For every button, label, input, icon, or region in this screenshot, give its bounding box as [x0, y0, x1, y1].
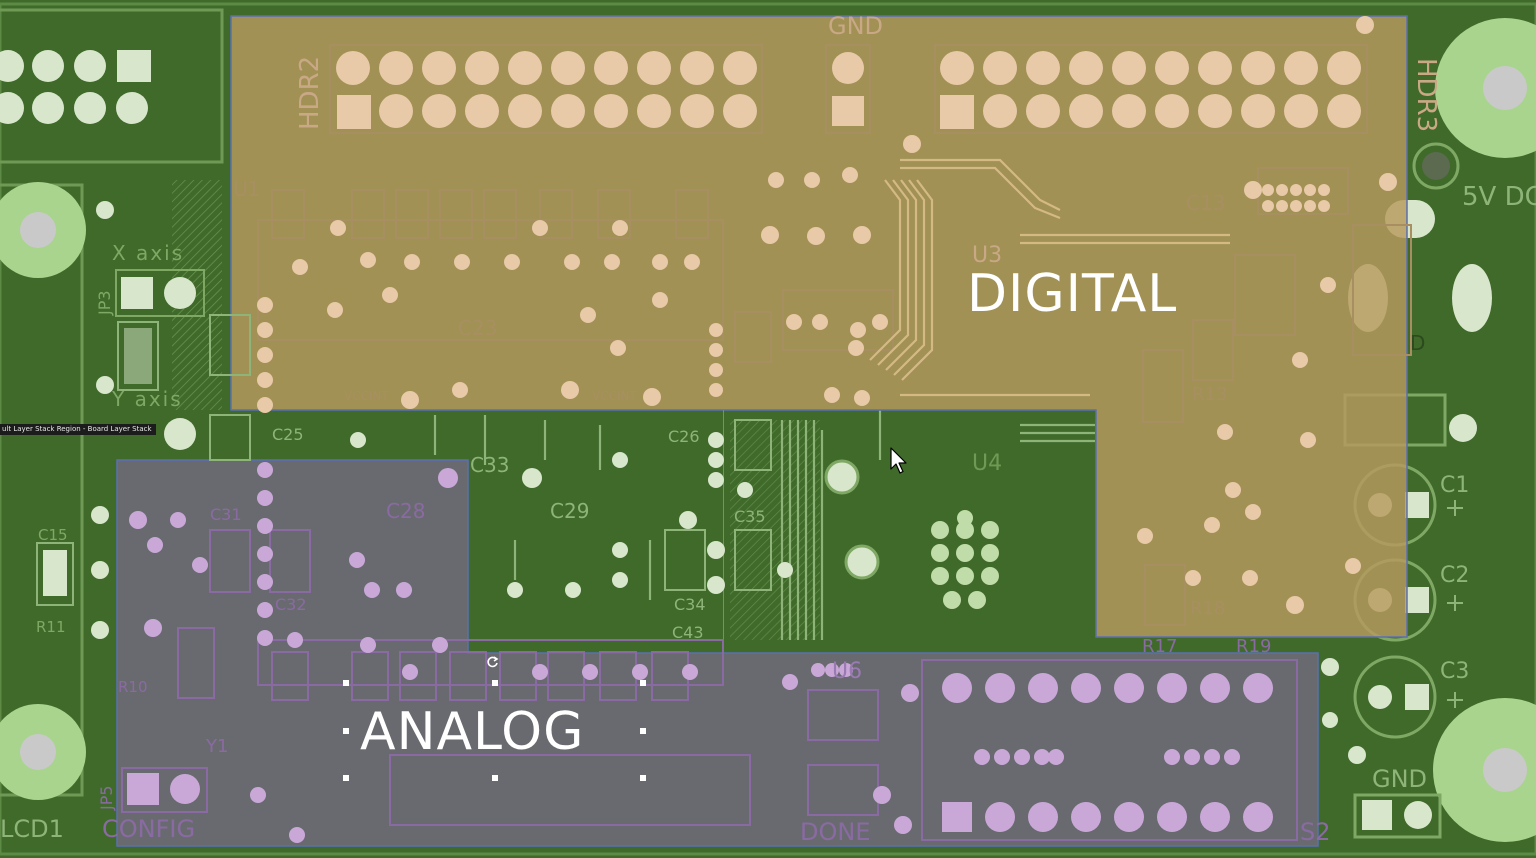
jp3-area-pad [124, 328, 152, 384]
silk-c2: C2 [1440, 563, 1469, 588]
analog-region-label: ANALOG [360, 702, 585, 762]
silk-x-axis: X axis [112, 241, 184, 265]
silk-done: DONE [800, 818, 871, 846]
analog-components [121, 529, 1298, 841]
silk-u6: U6 [832, 659, 862, 684]
mouse-pointer-icon [890, 447, 907, 474]
hdr2-header [329, 44, 763, 134]
silk-c1: C1 [1440, 473, 1469, 498]
silk-y-axis: Y axis [111, 387, 183, 411]
gnd-jumper-top [825, 44, 871, 134]
polarity-marks [1447, 500, 1463, 708]
silk-u4: U4 [972, 451, 1002, 476]
silk-c35: C35 [734, 507, 766, 526]
silk-config: CONFIG [102, 815, 195, 843]
silk-c43: C43 [672, 623, 704, 642]
silk-hdr2: HDR2 [295, 56, 325, 130]
analog-region[interactable] [116, 459, 1319, 847]
silk-5v-dc: 5V DC [1462, 182, 1536, 212]
silk-gnd-top: GND [828, 12, 883, 40]
silk-c26: C26 [668, 427, 700, 446]
silk-jp3: JP3 [95, 290, 114, 316]
silk-c13: C13 [1186, 191, 1225, 215]
signal-traces [780, 410, 1095, 640]
silk-vccint-2: VCCINT [592, 389, 637, 403]
selection-handle-mr[interactable] [640, 728, 646, 734]
silk-c32: C32 [275, 595, 307, 614]
mounting-holes [0, 18, 1536, 842]
silk-r19: R19 [1236, 636, 1271, 657]
silk-c34: C34 [674, 595, 706, 614]
selection-handle-tl[interactable] [343, 680, 349, 686]
silk-gnd-bottom: GND [1372, 765, 1427, 793]
r11-pad [43, 550, 67, 596]
silk-r13: R13 [1192, 384, 1227, 405]
silk-jp5: JP5 [97, 785, 116, 811]
silk-c25: C25 [272, 425, 304, 444]
selection-handle-ml[interactable] [343, 728, 349, 734]
silk-c31: C31 [210, 505, 242, 524]
silk-c3: C3 [1440, 659, 1469, 684]
silk-c33: C33 [470, 453, 509, 477]
silk-c23: C23 [458, 316, 497, 340]
digital-traces [869, 158, 1230, 397]
silk-lcd1: LCD1 [0, 815, 64, 843]
selection-handle-tm[interactable] [492, 680, 498, 686]
analog-pads [127, 462, 1273, 843]
layer-stack-tooltip: ult Layer Stack Region - Board Layer Sta… [0, 424, 156, 435]
connector-pads-top-left [0, 50, 151, 124]
center-green-pads [91, 201, 1366, 764]
silk-u3: U3 [972, 243, 1002, 268]
silk-r18: R18 [1190, 598, 1225, 619]
silkscreen-labels: HDR2 HDR3 GND GND U1 U3 U4 U6 X axis Y a… [0, 12, 1536, 846]
silk-u1: U1 [233, 177, 260, 201]
silk-hdr3: HDR3 [1411, 58, 1441, 132]
silk-c15: C15 [38, 526, 68, 544]
rotate-handle-icon[interactable] [486, 655, 500, 669]
silk-c28: C28 [386, 499, 425, 523]
digital-vias [257, 16, 1397, 614]
silk-s2: S2 [1300, 818, 1331, 846]
selection-handle-br[interactable] [640, 775, 646, 781]
connector-outline-top-left [0, 8, 224, 164]
silk-d: D [1410, 331, 1425, 355]
test-points [824, 459, 880, 580]
selection-handle-bm[interactable] [492, 775, 498, 781]
jp3-pads [115, 269, 205, 450]
silk-r11: R11 [36, 618, 66, 636]
traces-left [433, 415, 652, 600]
hdr3-header [934, 44, 1368, 134]
region-divider [723, 410, 724, 653]
digital-region-label: DIGITAL [967, 264, 1178, 324]
center-green-components [36, 314, 772, 606]
selection-handle-bl[interactable] [343, 775, 349, 781]
selection-handle-tr[interactable] [640, 680, 646, 686]
digital-components [257, 167, 1412, 626]
silk-y1: Y1 [205, 736, 228, 757]
silk-r17: R17 [1142, 636, 1177, 657]
silk-vccint-1: VCCINT [344, 389, 389, 403]
u4-bga-pads [931, 510, 999, 609]
silk-r10: R10 [118, 678, 148, 696]
silk-c29: C29 [550, 499, 589, 523]
